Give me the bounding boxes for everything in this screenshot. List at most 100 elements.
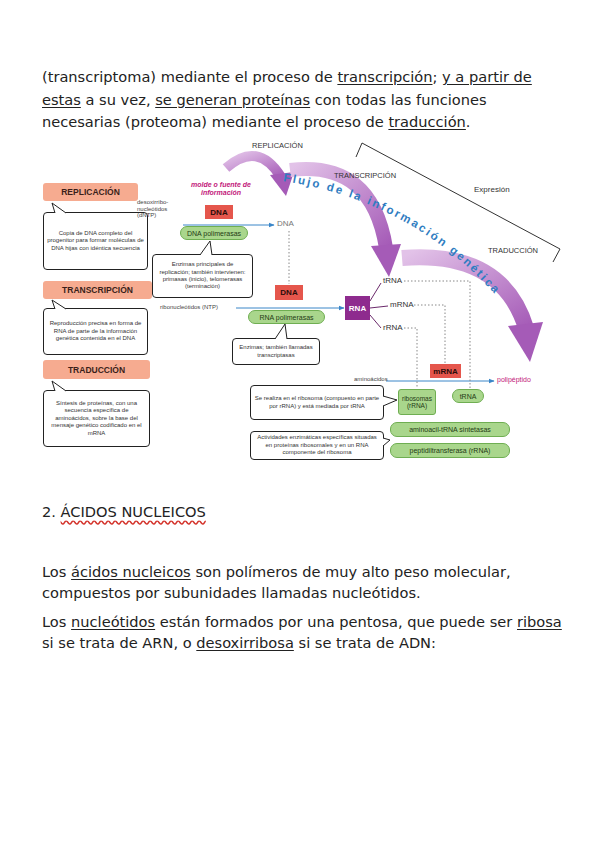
rna-type-label: tRNA	[383, 277, 402, 286]
node-text: mRNA	[433, 367, 457, 376]
callout-tail-fill	[200, 241, 212, 255]
bracket-label: Expresión	[474, 186, 510, 195]
callout-box: Enzimas; también llamadas transcriptasas	[232, 338, 320, 365]
process-box: TRANSCRIPCIÓN	[43, 281, 152, 299]
callout-tail	[383, 396, 397, 406]
molecule-box: DNA	[275, 285, 303, 300]
node-text: Enzimas principales de replicación; tamb…	[156, 261, 249, 291]
rna-branch	[370, 315, 381, 328]
rna-branch	[370, 283, 381, 301]
template-label: molde o fuente de información	[182, 181, 260, 196]
node-text: RNA polimerasas	[259, 314, 313, 321]
node-text: RNA	[349, 304, 366, 313]
node-text: DNA	[210, 208, 227, 217]
node-text-group: Se realiza en el ribosoma (compuesto en …	[254, 395, 380, 410]
arrow-label: TRANSCRIPCIÓN	[334, 172, 396, 180]
dotted-leader	[404, 328, 417, 388]
callout-box: Reproducción precisa en forma de RNA de …	[43, 308, 148, 355]
callout-tail-fill	[383, 396, 397, 406]
body-text: Losácidos nucleicosson polímeros de muy …	[42, 561, 567, 603]
callout-tail-fill	[52, 381, 66, 391]
text-run: (transcriptoma) mediante el proceso de	[42, 68, 333, 85]
text-run: Los	[42, 563, 66, 580]
node-text-group: Síntesis de proteínas, con una secuencia…	[47, 400, 146, 437]
node-text-group: DNA	[280, 288, 297, 297]
enzyme-pill: peptidiltransferasa (rRNA)	[390, 443, 510, 458]
text-run: si se trata de ARN, o	[42, 634, 192, 651]
text-run: ácidos nucleicos	[71, 563, 191, 580]
substrate-label: ribonucleótidos (NTP)	[160, 304, 218, 311]
text-run: traducción	[388, 113, 465, 130]
enzyme-pill: aminoacil-tRNA sintetasas	[390, 422, 510, 437]
aminoacid-arrow	[386, 381, 494, 382]
replication-arrow	[226, 156, 281, 177]
text-run: ribosa	[517, 613, 562, 630]
node-text-group: RNA	[349, 304, 366, 313]
enzyme-pill: RNA polimerasas	[248, 310, 325, 324]
node-text: Reproducción precisa en forma de RNA de …	[47, 320, 144, 342]
callout-box: Enzimas principales de replicación; tamb…	[152, 254, 253, 298]
text-run: 2.	[42, 503, 56, 520]
process-box: TRADUCCIÓN	[43, 360, 150, 379]
node-text-group: mRNA	[433, 367, 457, 376]
node-text-group: RNA polimerasas	[259, 314, 313, 321]
rna-type-label: mRNA	[390, 301, 414, 310]
callout-tail-fill	[383, 438, 390, 446]
callout-tail-fill	[52, 203, 66, 213]
callout-box: Actividades enzimáticas específicas situ…	[250, 431, 384, 460]
node-text-group: peptidiltransferasa (rRNA)	[410, 447, 491, 454]
text-run: se generan proteínas	[155, 91, 310, 108]
body-text: (transcriptoma) mediante el proceso detr…	[42, 66, 567, 134]
callout-tail	[52, 381, 66, 391]
text-run: transcripción	[337, 68, 432, 85]
node-text-group: REPLICACIÓN	[61, 187, 120, 197]
node-text: Copia de DNA completo del progenitor par…	[47, 230, 144, 252]
dotted-leader	[289, 231, 290, 284]
node-text: REPLICACIÓN	[61, 187, 120, 197]
node-text: aminoacil-tRNA sintetasas	[409, 426, 491, 433]
node-text-group: DNA polimerasas	[187, 230, 241, 237]
molecule-box: RNA	[345, 296, 370, 320]
callout-tail	[200, 241, 212, 255]
callout-tail	[275, 324, 287, 339]
node-text: Síntesis de proteínas, con una secuencia…	[47, 400, 146, 437]
node-text: TRANSCRIPCIÓN	[62, 285, 133, 295]
node-text: DNA	[280, 288, 297, 297]
node-text: tRNA	[460, 393, 477, 400]
callout-tail	[383, 438, 390, 446]
substrate-label: desoxirribo-nucleótidos (dNTP)	[137, 199, 183, 219]
ntp-arrow	[236, 308, 344, 309]
node-text: DNA polimerasas	[187, 230, 241, 237]
section-heading: 2. ÁCIDOS NUCLEICOS	[42, 501, 567, 523]
flow-title-path: Flujo de la información genética	[283, 171, 503, 296]
callout-tail	[52, 203, 66, 213]
enzyme-pill: DNA polimerasas	[180, 226, 248, 240]
text-run: ÁCIDOS NUCLEICOS	[61, 503, 206, 520]
callout-box: Se realiza en el ribosoma (compuesto en …	[250, 385, 384, 420]
arrow-label: TRADUCCIÓN	[488, 247, 538, 255]
product-label: polipéptido	[497, 376, 531, 384]
callout-box: Síntesis de proteínas, con una secuencia…	[43, 390, 150, 447]
node-text-group: aminoacil-tRNA sintetasas	[409, 426, 491, 433]
node-text-group: Enzimas principales de replicación; tamb…	[156, 261, 249, 291]
substrate-label: aminoácidos	[354, 376, 388, 383]
text-run: Los	[42, 613, 66, 630]
node-text: Se realiza en el ribosoma (compuesto en …	[254, 395, 380, 410]
text-run: desoxirribosa	[196, 634, 294, 651]
body-text: Losnucleótidosestán formados por una pen…	[42, 611, 567, 653]
node-text: peptidiltransferasa (rRNA)	[410, 447, 491, 454]
text-run: a su vez,	[86, 91, 151, 108]
translation-arrow	[402, 257, 526, 328]
node-text: Actividades enzimáticas específicas situ…	[254, 434, 380, 456]
rna-type-label: rRNA	[383, 324, 403, 333]
transcription-arrow-head	[371, 244, 401, 277]
node-text-group: Actividades enzimáticas específicas situ…	[254, 434, 380, 456]
node-text: Enzimas; también llamadas transcriptasas	[236, 344, 316, 359]
product-label: DNA	[277, 220, 294, 229]
node-text-group: Enzimas; también llamadas transcriptasas	[236, 344, 316, 359]
node-text: TRADUCCIÓN	[68, 365, 125, 375]
text-run: si se trata de ADN:	[299, 634, 436, 651]
rna-branch	[370, 306, 388, 308]
node-text-group: Reproducción precisa en forma de RNA de …	[47, 320, 144, 342]
